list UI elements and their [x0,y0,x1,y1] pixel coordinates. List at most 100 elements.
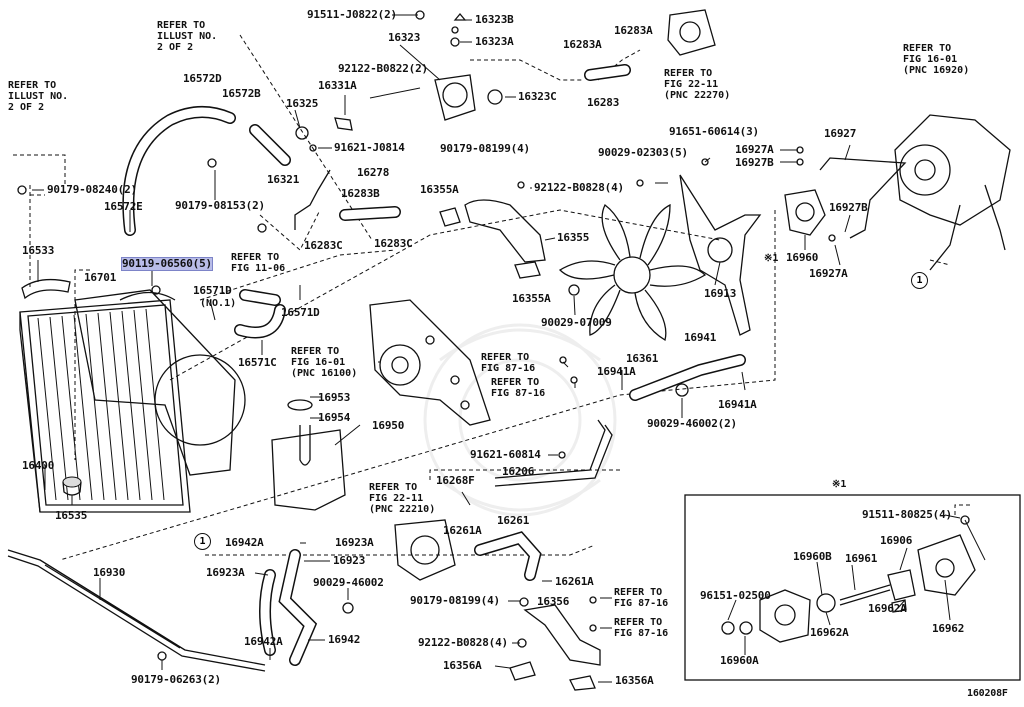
callout-16961: 16961 [845,552,878,565]
radiator-cap-16535 [62,476,82,496]
upper-hose-16572d [122,105,236,236]
callout-16355a-top: 16355A [420,183,459,196]
callout-16942: 16942 [328,633,361,646]
callout-16533: 16533 [22,244,55,257]
hoses-16923-16942 [259,549,318,666]
callout-16323b: 16323B [475,13,514,26]
callout-16927b-top: 16927B [735,156,774,169]
callout-16321: 16321 [267,173,300,186]
callout-16923a-top: 16923A [335,536,374,549]
callout-16323a: 16323A [475,35,514,48]
callout-16356a-right: 16356A [615,674,654,687]
callout-16953: 16953 [318,391,351,404]
callout-16571c: 16571C [238,356,277,369]
callout-16571d-no2: 16571D [193,284,232,297]
callout-96151-02500: 96151-02500 [700,589,771,602]
callout-16950: 16950 [372,419,405,432]
callout-91621-j0814: 91621-J0814 [334,141,405,154]
cooling-fan-16361 [558,203,707,342]
callout-91651-60614: 91651-60614(3) [669,125,759,138]
circle-marker-1-left: 1 [194,533,211,550]
callout-92122-b0828-top: 92122-B0828(4) [534,181,624,194]
bracket-16533 [21,278,71,300]
callout-16927a-bottom: 16927A [809,267,848,280]
callout-16355: 16355 [557,231,590,244]
pipe-16927 [819,157,907,239]
hose-16261 [474,531,542,581]
callout-90179-08240: 90179-08240(2) [47,183,137,196]
water-inlet-16355 [439,199,546,279]
outlet-fitting-top [667,9,716,56]
callout-16941a-right: 16941A [718,398,757,411]
callout-16268f: 16268F [436,474,475,487]
callout-16283a-right: 16283A [614,24,653,37]
thermostat-housing-16323 [369,12,503,121]
callout-90029-02303: 90029-02303(5) [598,146,688,159]
callout-16572d: 16572D [183,72,222,85]
callout-16261a-bottom: 16261A [555,575,594,588]
pipe-16930 [7,549,266,672]
figure-code: 160208F [967,688,1008,699]
callout-16283a-left: 16283A [563,38,602,51]
callout-16261a-top: 16261A [443,524,482,537]
callout-16906: 16906 [880,534,913,547]
callout-16356a-left: 16356A [443,659,482,672]
fan-shroud-16701 [74,289,246,476]
callout-16927: 16927 [824,127,857,140]
callout-16930: 16930 [93,566,126,579]
callout-90029-07009: 90029-07009 [541,316,612,329]
callout-16206: 16206 [502,465,535,478]
callout-91511-80825: 91511-80825(4) [862,508,952,521]
callout-16923a-bottom: 16923A [206,566,245,579]
callout-16941a-left: 16941A [597,365,636,378]
callout-16535: 16535 [55,509,88,522]
callout-16400: 16400 [22,459,55,472]
callout-16927b-mid: 16927B [829,201,868,214]
callout-16962: 16962 [932,622,965,635]
callout-90179-08199-bottom: 90179-08199(4) [410,594,500,607]
electric-motor-16920 [894,114,1011,271]
pipe-16278 [294,169,331,230]
callout-16361: 16361 [626,352,659,365]
callout-16960: 16960 [786,251,819,264]
dashed-guide-lines [13,34,951,561]
callout-16283c-left: 16283C [304,239,343,252]
callout-16323c: 16323C [518,90,557,103]
water-pump-16960 [784,189,826,236]
circle-marker-1-right: 1 [911,272,928,289]
label-no2: (NO.1) [200,298,237,309]
callout-16283c-right: 16283C [374,237,413,250]
callout-16325: 16325 [286,97,319,110]
callout-90179-08153: 90179-08153(2) [175,199,265,212]
callout-90119-06560-highlighted[interactable]: 90119-06560(5) [121,257,213,271]
water-pump-assembly [369,299,491,426]
watermark [423,323,617,517]
callout-16323: 16323 [388,31,421,44]
callout-90179-06263: 90179-06263(2) [131,673,221,686]
inset-box [684,494,1021,681]
callout-90029-46002: 90029-46002 [313,576,384,589]
callout-16355a-bottom: 16355A [512,292,551,305]
callout-16960a: 16960A [720,654,759,667]
hose-16283 [584,64,631,81]
callout-92122-b0828-bottom: 92122-B0828(4) [418,636,508,649]
gasket-16356a-l [509,661,536,681]
sensors-16325-16331a [295,117,353,140]
throttle-body [394,519,456,581]
callout-16572b: 16572B [222,87,261,100]
callout-16962a-left: 16962A [810,626,849,639]
callout-92122-b0822: 92122-B0822(2) [338,62,428,75]
callout-16962a-right: 16962A [868,602,907,615]
callout-16283b: 16283B [341,187,380,200]
callout-16942a-bottom: 16942A [244,635,283,648]
callout-16954: 16954 [318,411,351,424]
